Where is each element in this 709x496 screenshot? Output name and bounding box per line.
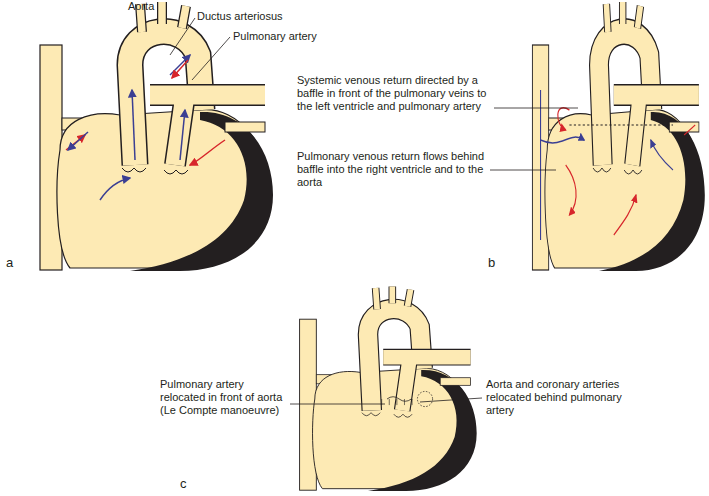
annotation: Systemic venous return directed by a baf… — [297, 74, 492, 113]
panel-letter: c — [180, 476, 187, 491]
annotation: Aorta and coronary arteries relocated be… — [486, 378, 636, 417]
part-label: Aorta — [128, 0, 154, 13]
panel-letter: a — [6, 255, 13, 270]
annotation: Pulmonary venous return flows behind baf… — [297, 150, 487, 189]
part-label: Pulmonary artery — [233, 30, 317, 43]
panel-letter: b — [488, 255, 495, 270]
annotation: Pulmonary artery relocated in front of a… — [160, 378, 288, 417]
part-label: Ductus arteriosus — [197, 10, 283, 23]
